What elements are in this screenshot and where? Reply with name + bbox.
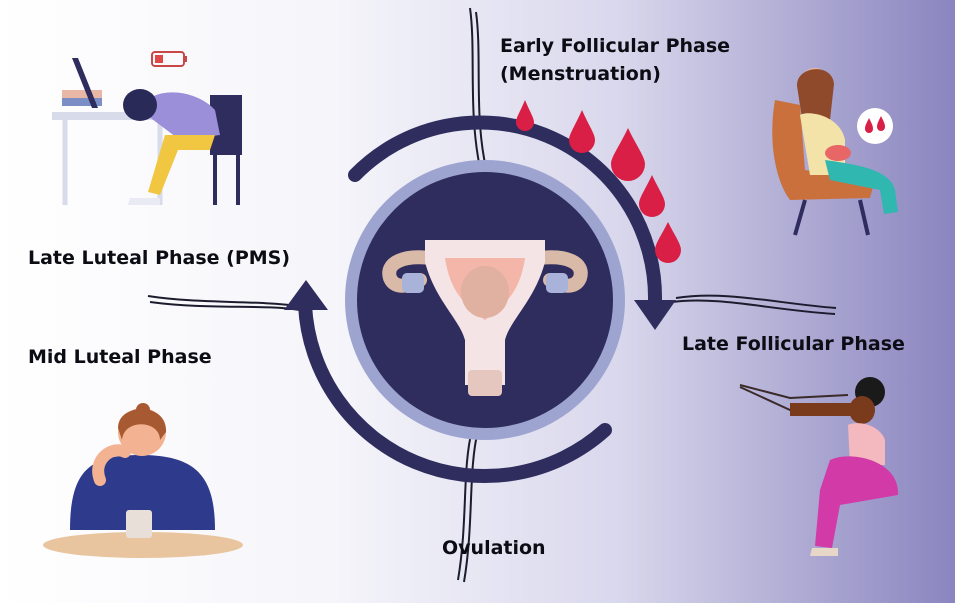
- label-early-follicular-line2: (Menstruation): [500, 63, 661, 85]
- label-late-luteal-phase: Late Luteal Phase (PMS): [28, 247, 291, 269]
- blood-drop-icon: [611, 128, 645, 181]
- connector-right: [671, 294, 837, 315]
- label-early-follicular-phase: Early Follicular Phase (Menstruation): [500, 32, 730, 88]
- label-late-follicular-phase: Late Follicular Phase: [682, 333, 905, 355]
- blood-drop-icon: [569, 110, 595, 153]
- person-eating-illustration: [43, 403, 243, 558]
- cycle-arrow-up: [284, 280, 328, 310]
- cycle-arc-lower: [298, 298, 612, 484]
- blood-drop-icon: [639, 175, 665, 217]
- connector-bottom: [457, 429, 479, 583]
- uterus-icon: [382, 240, 588, 396]
- connector-top: [469, 7, 487, 169]
- cycle-arc-upper: [348, 115, 663, 307]
- blood-drop-icon: [655, 222, 681, 263]
- blood-drop-icon: [516, 100, 534, 131]
- person-squatting-illustration: [739, 377, 899, 556]
- label-mid-luteal-phase: Mid Luteal Phase: [28, 346, 212, 368]
- label-early-follicular-line1: Early Follicular Phase: [500, 35, 731, 57]
- connector-left: [147, 295, 301, 311]
- tired-person-at-desk-illustration: [52, 51, 242, 205]
- woman-in-armchair-illustration: [772, 68, 898, 236]
- cycle-arrow-down: [634, 300, 676, 330]
- label-ovulation: Ovulation: [442, 537, 546, 559]
